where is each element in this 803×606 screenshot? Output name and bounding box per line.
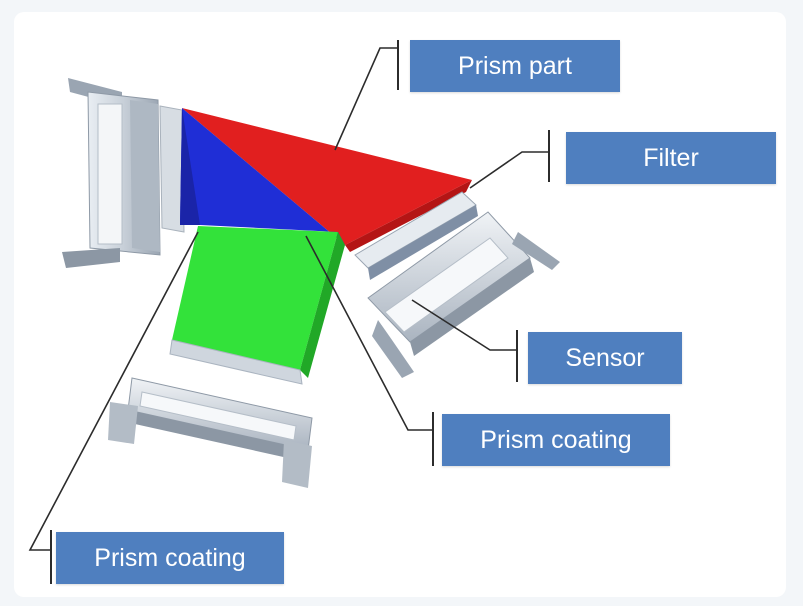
bracket-prism-coating-right xyxy=(432,412,434,466)
leader-prism-coating-left xyxy=(28,231,199,551)
leader-lines xyxy=(28,47,548,551)
bracket-prism-part xyxy=(397,40,399,90)
label-sensor: Sensor xyxy=(528,332,682,384)
filter-plate xyxy=(354,191,478,280)
bracket-filter xyxy=(548,130,550,182)
leader-sensor xyxy=(411,299,516,351)
left-sensor-assembly xyxy=(62,78,185,268)
label-prism-part: Prism part xyxy=(410,40,620,92)
label-prism-coating-right: Prism coating xyxy=(442,414,670,466)
label-filter: Filter xyxy=(566,132,776,184)
red-prism xyxy=(182,108,472,245)
leader-prism-coating-right xyxy=(305,235,432,431)
label-prism-coating-left: Prism coating xyxy=(56,532,284,584)
bracket-prism-coating-left xyxy=(50,530,52,584)
blue-prism xyxy=(180,108,345,245)
right-sensor-assembly xyxy=(367,211,560,378)
leader-prism-part xyxy=(334,47,397,151)
bottom-sensor-assembly xyxy=(108,377,313,488)
green-prism xyxy=(172,226,338,370)
leader-filter xyxy=(469,151,548,189)
bracket-sensor xyxy=(516,330,518,382)
